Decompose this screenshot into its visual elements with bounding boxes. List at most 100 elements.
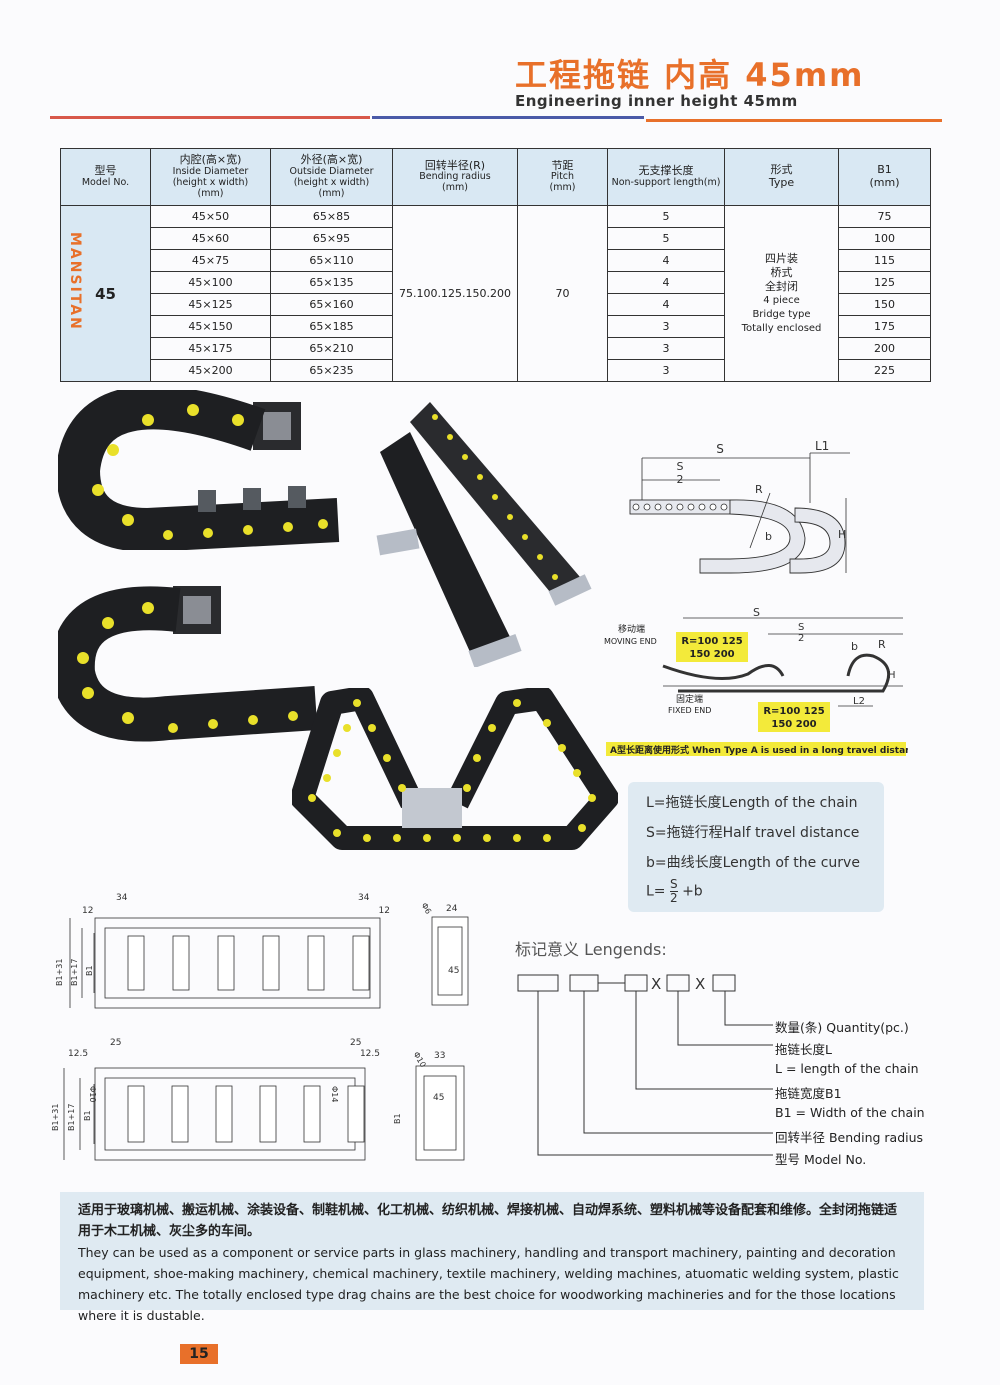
dim-s-mid: S [753, 606, 760, 619]
chain-link [172, 935, 190, 991]
code-radius: 回转半径 Bending radius [775, 1130, 924, 1145]
link-dot [676, 503, 684, 511]
moving-end-cn: 移动端 [618, 623, 645, 635]
outside-cell: 65×110 [270, 249, 393, 272]
chain-link [217, 935, 235, 991]
pitch-cell: 70 [517, 205, 608, 382]
chain-link [127, 935, 145, 991]
inside-cell: 45×60 [150, 227, 271, 250]
page-number: 15 [180, 1344, 218, 1364]
legend-formula: L= S 2 +b [646, 878, 703, 905]
dim-phi14: Φ14 [330, 1086, 339, 1102]
code-legend-diagram: X X [517, 974, 773, 1156]
header-inside: 内腔(高×宽)Inside Diameter(height x width)(m… [150, 148, 271, 206]
b1-cell: 115 [838, 249, 931, 272]
chain-dot [483, 834, 491, 842]
chain-dot [333, 749, 341, 757]
inside-cell: 45×100 [150, 271, 271, 294]
nonsupport-cell: 3 [607, 359, 725, 382]
chain-dot [323, 774, 331, 782]
chain-dot [398, 784, 406, 792]
description-box: 适用于玻璃机械、搬运机械、涂装设备、制鞋机械、化工机械、纺织机械、焊接机械、自动… [60, 1192, 924, 1323]
r-box-2-line2: 150 200 [771, 719, 816, 730]
dim-34-left: 34 [116, 893, 128, 903]
b1-cell: 200 [838, 337, 931, 360]
chain-dot [333, 829, 341, 837]
long-travel-note: A型长距离使用形式 When Type A is used in a long … [610, 744, 908, 756]
inside-cell: 45×75 [150, 249, 271, 272]
chain-photo-4 [292, 688, 618, 850]
nonsupport-cell: 4 [607, 293, 725, 316]
outside-cell: 65×235 [270, 359, 393, 382]
formula-b: +b [682, 883, 703, 900]
chain-dot [558, 744, 566, 752]
chain-link [352, 935, 370, 991]
b1-cell: 175 [838, 315, 931, 338]
outside-cell: 65×210 [270, 337, 393, 360]
dim-b31-2: B1+31 [51, 1104, 60, 1131]
header-b1: B1(mm) [838, 148, 931, 206]
legend-b: b=曲线长度Length of the curve [646, 855, 860, 871]
header-rule-orange [646, 119, 942, 122]
chain-link [127, 1085, 145, 1143]
dim-24: 24 [446, 904, 458, 914]
legend-s: S=拖链行程Half travel distance [646, 825, 860, 841]
chain-dot [513, 699, 521, 707]
legend-box: L=拖链长度Length of the chain S=拖链行程Half tra… [628, 782, 884, 912]
code-length-cn: 拖链长度L [775, 1042, 832, 1057]
dim-12-left: 12 [82, 906, 93, 916]
link-dot [687, 503, 695, 511]
r-box-2-line1: R=100 125 [763, 706, 824, 717]
outside-cell: 65×135 [270, 271, 393, 294]
chain-dot [588, 794, 596, 802]
link-dot [698, 503, 706, 511]
chain-dot [453, 834, 461, 842]
chain-link [259, 1085, 277, 1143]
legend-l: L=拖链长度Length of the chain [646, 795, 858, 811]
code-x1: X [651, 975, 661, 993]
chain-link [307, 935, 325, 991]
formula-s: S [669, 877, 678, 892]
page-title-en: Engineering inner height 45mm [515, 92, 798, 110]
chain-dot [423, 834, 431, 842]
dim-12-5-right: 12.5 [360, 1049, 380, 1059]
type-line: 全封闭 [765, 279, 798, 293]
chain-dot [308, 794, 316, 802]
chain-dot [513, 834, 521, 842]
type-line: 四片装 [765, 251, 798, 265]
chain-dot [578, 824, 586, 832]
note-bar [606, 742, 906, 756]
drawing-end-view: Φ6 24 45 [420, 901, 469, 1006]
page-title-cn: 工程拖链 内高 45mm [515, 56, 865, 94]
header-rule-blue [372, 116, 644, 119]
r-box-1 [676, 632, 748, 662]
inside-cell: 45×150 [150, 315, 271, 338]
code-quantity: 数量(条) Quantity(pc.) [775, 1020, 909, 1035]
description-cn: 适用于玻璃机械、搬运机械、涂装设备、制鞋机械、化工机械、纺织机械、焊接机械、自动… [78, 1203, 898, 1239]
link-dot [643, 503, 651, 511]
bending-radius-cell: 75.100.125.150.200 [392, 205, 518, 382]
header-bending-radius: 回转半径(R)Bending radius(mm) [392, 148, 518, 206]
dim-b1: B1 [85, 965, 94, 976]
type-line: Bridge type [752, 308, 811, 320]
dim-l2: L2 [853, 696, 865, 707]
code-legend-title: 标记意义 Lengends: [515, 940, 667, 959]
outside-cell: 65×85 [270, 205, 393, 228]
code-model: 型号 Model No. [775, 1152, 867, 1167]
chain-dot [463, 784, 471, 792]
dim-25-right: 25 [350, 1038, 361, 1048]
diagram-long-travel: R=100 125 150 200 R=100 125 150 200 移动端 … [604, 606, 908, 756]
formula-2: 2 [669, 891, 678, 905]
nonsupport-cell: 5 [607, 205, 725, 228]
dim-phi6: Φ6 [420, 901, 433, 915]
b1-cell: 225 [838, 359, 931, 382]
dim-b: b [765, 530, 772, 543]
